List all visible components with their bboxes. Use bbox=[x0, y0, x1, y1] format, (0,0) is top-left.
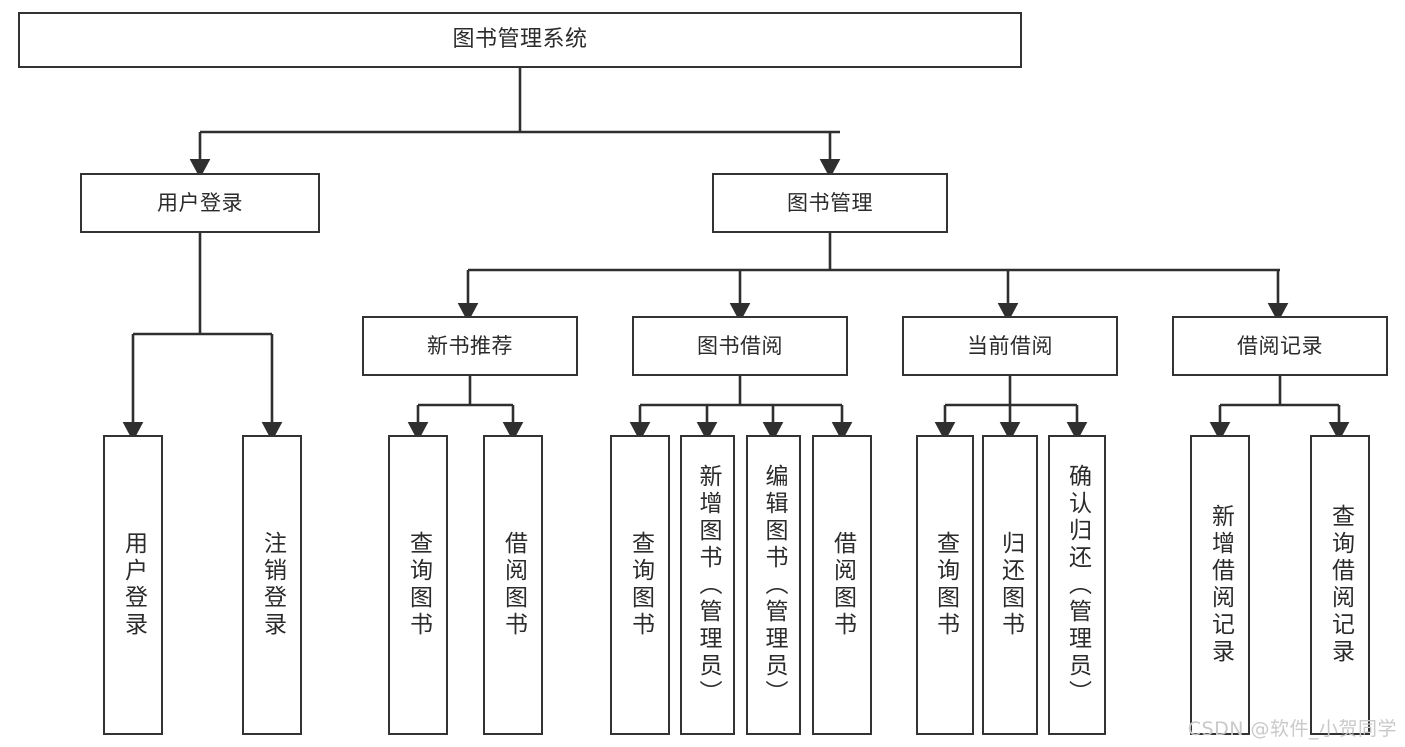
leaf-record-add-borrow-record[interactable]: 新增借阅记录 bbox=[1190, 435, 1250, 735]
node-label: 新增借阅记录 bbox=[1207, 504, 1234, 666]
node-label: 用户登录 bbox=[157, 190, 243, 215]
node-book-borrow[interactable]: 图书借阅 bbox=[632, 316, 848, 376]
node-label: 查询图书 bbox=[405, 531, 432, 639]
leaf-borrow-borrow-book[interactable]: 借阅图书 bbox=[812, 435, 872, 735]
node-user-login[interactable]: 用户登录 bbox=[80, 173, 320, 233]
leaf-current-return-book[interactable]: 归还图书 bbox=[982, 435, 1038, 735]
node-label: 新书推荐 bbox=[427, 333, 513, 358]
leaf-current-confirm-return-admin[interactable]: 确认归还（管理员） bbox=[1048, 435, 1106, 735]
node-label: 借阅记录 bbox=[1237, 333, 1323, 358]
node-label: 图书借阅 bbox=[697, 333, 783, 358]
node-label: 图书管理 bbox=[787, 190, 873, 215]
node-label: 归还图书 bbox=[997, 531, 1024, 639]
node-label: 当前借阅 bbox=[967, 333, 1053, 358]
leaf-recommend-borrow-book[interactable]: 借阅图书 bbox=[483, 435, 543, 735]
node-label: 注销登录 bbox=[259, 531, 286, 639]
leaf-recommend-query-book[interactable]: 查询图书 bbox=[388, 435, 448, 735]
node-label: 用户登录 bbox=[120, 531, 147, 639]
watermark: CSDN @软件_小贺同学 bbox=[1187, 718, 1397, 740]
leaf-borrow-add-book-admin[interactable]: 新增图书（管理员） bbox=[680, 435, 735, 735]
node-label: 借阅图书 bbox=[829, 531, 856, 639]
node-book-management[interactable]: 图书管理 bbox=[712, 173, 948, 233]
node-label: 查询图书 bbox=[627, 531, 654, 639]
leaf-user-login[interactable]: 用户登录 bbox=[103, 435, 163, 735]
leaf-record-query-borrow-record[interactable]: 查询借阅记录 bbox=[1310, 435, 1370, 735]
node-root-library-system[interactable]: 图书管理系统 bbox=[18, 12, 1022, 68]
node-label: 确认归还（管理员） bbox=[1064, 463, 1091, 707]
leaf-logout[interactable]: 注销登录 bbox=[242, 435, 302, 735]
node-new-book-recommend[interactable]: 新书推荐 bbox=[362, 316, 578, 376]
node-label: 借阅图书 bbox=[500, 531, 527, 639]
node-current-borrow[interactable]: 当前借阅 bbox=[902, 316, 1118, 376]
leaf-borrow-edit-book-admin[interactable]: 编辑图书（管理员） bbox=[746, 435, 801, 735]
node-label: 查询借阅记录 bbox=[1327, 504, 1354, 666]
node-label: 查询图书 bbox=[932, 531, 959, 639]
leaf-borrow-query-book[interactable]: 查询图书 bbox=[610, 435, 670, 735]
node-label: 编辑图书（管理员） bbox=[761, 463, 787, 707]
node-label: 新增图书（管理员） bbox=[695, 463, 721, 707]
node-label: 图书管理系统 bbox=[452, 27, 588, 53]
leaf-current-query-book[interactable]: 查询图书 bbox=[916, 435, 974, 735]
node-borrow-record[interactable]: 借阅记录 bbox=[1172, 316, 1388, 376]
